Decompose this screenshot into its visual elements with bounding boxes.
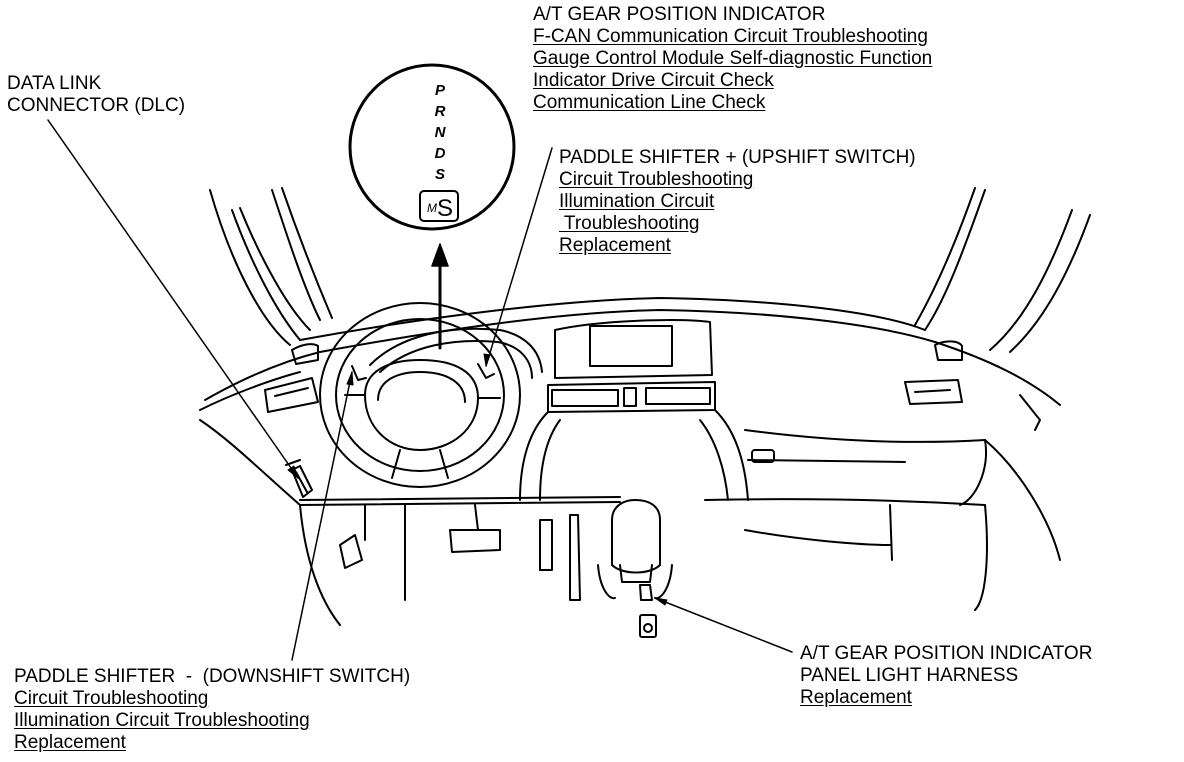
dashboard-top (199, 297, 1061, 411)
communication-line-check-link[interactable]: Communication Line Check (533, 92, 766, 113)
gear-r: R (435, 103, 446, 120)
gear-indicator-circle (348, 63, 516, 231)
dlc-title-line2: CONNECTOR (DLC) (7, 95, 186, 116)
paddle-down-illumination-link[interactable]: Illumination Circuit Troubleshooting (14, 710, 310, 731)
paddle-up-circuit-link[interactable]: Circuit Troubleshooting (559, 169, 754, 190)
mode-m: M (427, 201, 437, 215)
dlc-title-line1: DATA LINK (7, 73, 102, 94)
paddle-down-title: PADDLE SHIFTER - (DOWNSHIFT SWITCH) (14, 666, 411, 687)
paddle-up-illumination-link[interactable]: Illumination Circuit (559, 191, 715, 212)
downshift-arrowhead (346, 371, 354, 386)
panel-light-title-line1: A/T GEAR POSITION INDICATOR (800, 643, 1093, 664)
right-air-vent (904, 340, 963, 405)
steering-wheel (319, 302, 521, 488)
gauge-self-diagnostic-link[interactable]: Gauge Control Module Self-diagnostic Fun… (533, 48, 933, 69)
panel-light-replacement-link[interactable]: Replacement (800, 687, 912, 708)
panel-light-title-line2: PANEL LIGHT HARNESS (800, 665, 1019, 686)
gear-indicator-callout: A/T GEAR POSITION INDICATOR F-CAN Commun… (533, 4, 932, 114)
left-footwell (199, 419, 501, 626)
mode-s: S (437, 195, 453, 222)
left-air-vent (264, 343, 319, 413)
indicator-drive-circuit-link[interactable]: Indicator Drive Circuit Check (533, 70, 774, 91)
paddle-down-circuit-link[interactable]: Circuit Troubleshooting (14, 688, 209, 709)
dlc-arrowhead (287, 465, 299, 479)
upshift-arrowhead (483, 353, 491, 367)
gear-letters: P R N D S M S (427, 82, 453, 222)
dlc-callout: DATA LINK CONNECTOR (DLC) (7, 73, 185, 117)
paddle-up-callout: PADDLE SHIFTER + (UPSHIFT SWITCH) Circui… (559, 147, 916, 257)
leader-lines (47, 119, 793, 661)
center-tunnel (539, 499, 673, 638)
paddle-up-replacement-link[interactable]: Replacement (559, 235, 671, 256)
right-footwell (744, 439, 1061, 611)
instrument-hood (369, 327, 543, 379)
panel-light-callout: A/T GEAR POSITION INDICATOR PANEL LIGHT … (800, 643, 1092, 709)
gear-d: D (435, 145, 446, 162)
gear-s: S (435, 166, 445, 183)
paddle-down-callout: PADDLE SHIFTER - (DOWNSHIFT SWITCH) Circ… (14, 666, 410, 754)
left-a-pillar (209, 187, 333, 346)
harness-arrowhead (654, 597, 668, 606)
paddle-down-replacement-link[interactable]: Replacement (14, 732, 126, 753)
gear-indicator-title: A/T GEAR POSITION INDICATOR (533, 4, 826, 25)
gear-p: P (435, 82, 446, 99)
paddle-up-illumination-link-cont[interactable]: Troubleshooting (559, 213, 700, 234)
indicator-arrow (431, 243, 449, 350)
fcan-troubleshooting-link[interactable]: F-CAN Communication Circuit Troubleshoot… (533, 26, 928, 47)
gear-n: N (435, 124, 447, 141)
right-a-pillar (914, 187, 1091, 353)
center-stack (519, 319, 749, 501)
paddle-up-title: PADDLE SHIFTER + (UPSHIFT SWITCH) (559, 147, 916, 168)
lower-dash (299, 496, 986, 506)
